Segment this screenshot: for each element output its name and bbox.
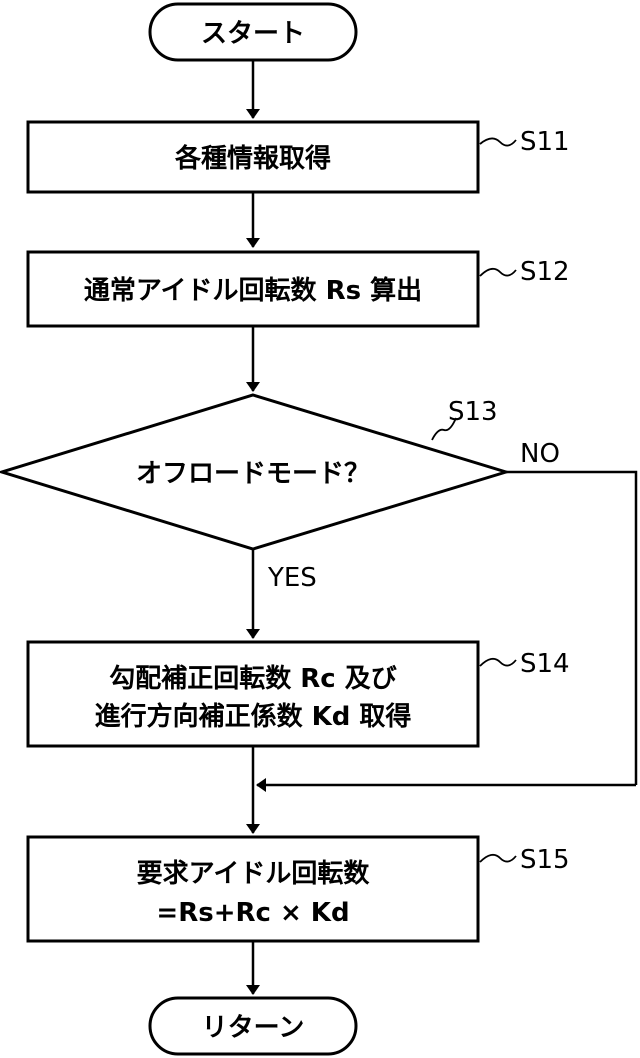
s14-leader — [479, 657, 517, 667]
s13-yes-label: YES — [267, 563, 317, 593]
s14-text-line1: 勾配補正回転数 Rc 及び — [109, 664, 397, 694]
s14-text-line2: 進行方向補正係数 Kd 取得 — [95, 701, 412, 732]
s12-text: 通常アイドル回転数 Rs 算出 — [84, 275, 422, 306]
s15-leader — [479, 853, 517, 863]
s12-label: S12 — [520, 257, 570, 287]
s11-label: S11 — [520, 127, 570, 157]
no-branch-line — [506, 470, 638, 785]
s12-leader — [479, 267, 517, 277]
s13-leader — [431, 417, 457, 441]
end-text: リターン — [202, 1013, 305, 1043]
s15-text-line1: 要求アイドル回転数 — [137, 859, 371, 889]
s11-text: 各種情報取得 — [174, 143, 331, 174]
start-text: スタート — [201, 19, 305, 49]
s15-text-line2: =Rs+Rc × Kd — [156, 898, 349, 928]
process-box-s15 — [26, 835, 480, 943]
process-box-s14 — [26, 640, 480, 748]
s13-label: S13 — [448, 397, 498, 427]
s13-text: オフロードモード？ — [136, 459, 370, 489]
s15-label: S15 — [520, 845, 570, 875]
end-terminal — [148, 996, 358, 1056]
process-box-s11 — [26, 120, 480, 194]
s14-label: S14 — [520, 649, 570, 679]
s11-leader — [479, 137, 517, 147]
s13-no-label: NO — [520, 439, 560, 469]
